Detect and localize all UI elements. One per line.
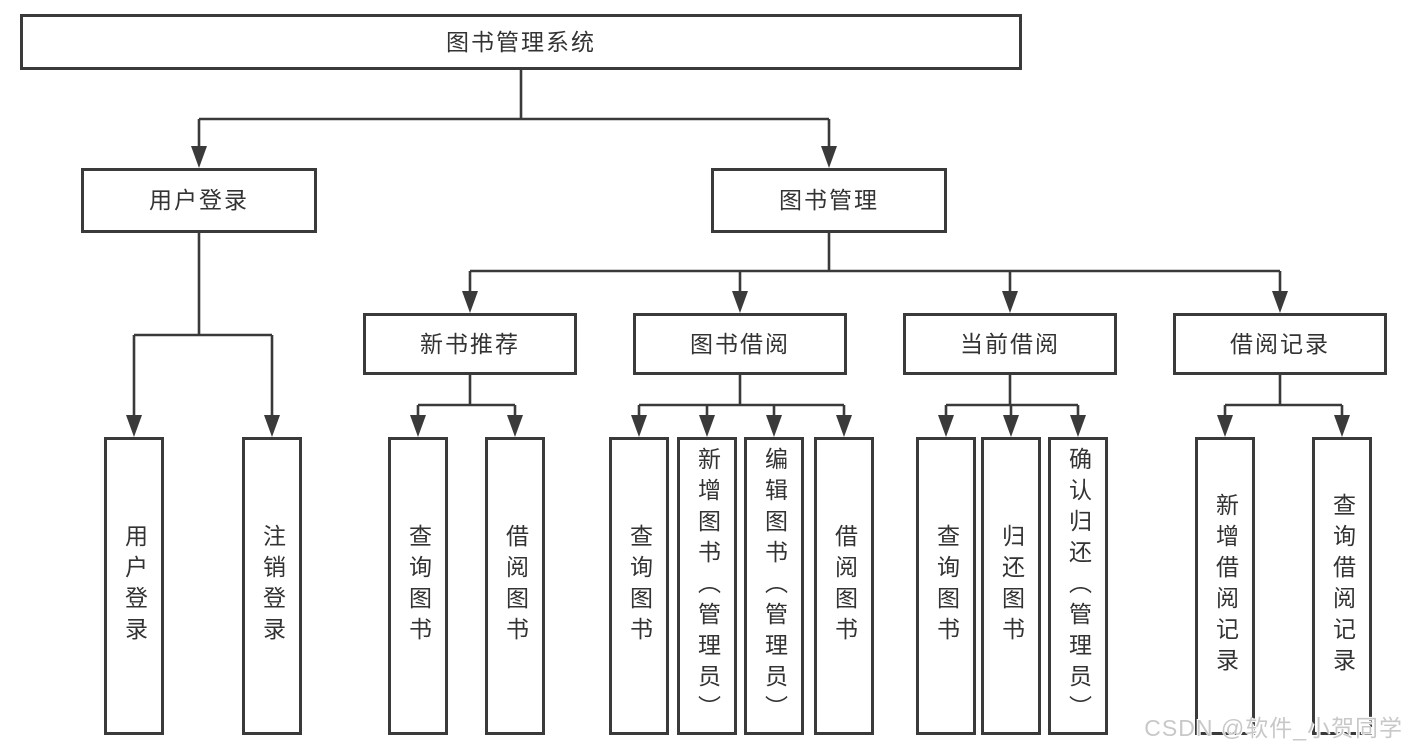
leaf-add-borrow-record: 新增借阅记录 <box>1195 437 1255 735</box>
leaf-query-borrow-record: 查询借阅记录 <box>1312 437 1372 735</box>
arrowhead-down-icon <box>1003 415 1019 437</box>
arrowhead-down-icon <box>462 291 478 313</box>
leaf-borrow-books: 借阅图书 <box>814 437 874 735</box>
leaf-edit-books-admin: 编辑图书（管理员） <box>744 437 804 735</box>
leaf-user-login: 用户登录 <box>104 437 164 735</box>
arrowhead-down-icon <box>507 415 523 437</box>
arrowhead-down-icon <box>1334 415 1350 437</box>
arrowhead-down-icon <box>1217 415 1233 437</box>
leaf-logout: 注销登录 <box>242 437 302 735</box>
node-user-login: 用户登录 <box>81 168 317 233</box>
arrowheads <box>126 146 1350 437</box>
node-current-borrowing: 当前借阅 <box>903 313 1117 375</box>
edge-book-borrow-to-leaves <box>637 375 846 421</box>
leaf-query-books-current: 查询图书 <box>916 437 976 735</box>
leaf-query-books-rec: 查询图书 <box>388 437 448 735</box>
arrowhead-down-icon <box>410 415 426 437</box>
node-borrowing-records: 借阅记录 <box>1173 313 1387 375</box>
leaf-borrow-books-rec: 借阅图书 <box>485 437 545 735</box>
arrowhead-down-icon <box>938 415 954 437</box>
arrowhead-down-icon <box>191 146 207 168</box>
arrowhead-down-icon <box>1272 291 1288 313</box>
edge-new-book-rec-to-leaves <box>416 375 517 421</box>
node-new-book-recommendation: 新书推荐 <box>363 313 577 375</box>
leaf-confirm-return-admin: 确认归还（管理员） <box>1048 437 1108 735</box>
edge-current-borrow-to-leaves <box>944 375 1080 421</box>
arrowhead-down-icon <box>264 415 280 437</box>
node-library-management-system: 图书管理系统 <box>20 14 1022 70</box>
node-book-management: 图书管理 <box>711 168 947 233</box>
edge-book-mgmt-to-level3 <box>468 233 1282 297</box>
arrowhead-down-icon <box>732 291 748 313</box>
leaf-return-books: 归还图书 <box>981 437 1041 735</box>
arrowhead-down-icon <box>766 415 782 437</box>
arrowhead-down-icon <box>821 146 837 168</box>
arrowhead-down-icon <box>836 415 852 437</box>
arrowhead-down-icon <box>1070 415 1086 437</box>
csdn-watermark: CSDN @软件_小贺同学 <box>1144 715 1403 741</box>
edge-borrow-records-to-leaves <box>1223 375 1344 421</box>
leaf-query-books-borrow: 查询图书 <box>609 437 669 735</box>
leaf-add-books-admin: 新增图书（管理员） <box>677 437 737 735</box>
node-book-borrowing: 图书借阅 <box>633 313 847 375</box>
arrowhead-down-icon <box>699 415 715 437</box>
arrowhead-down-icon <box>1002 291 1018 313</box>
edge-user-login-to-leaves <box>132 233 274 421</box>
arrowhead-down-icon <box>631 415 647 437</box>
arrowhead-down-icon <box>126 415 142 437</box>
edge-root-to-level2 <box>197 70 831 152</box>
